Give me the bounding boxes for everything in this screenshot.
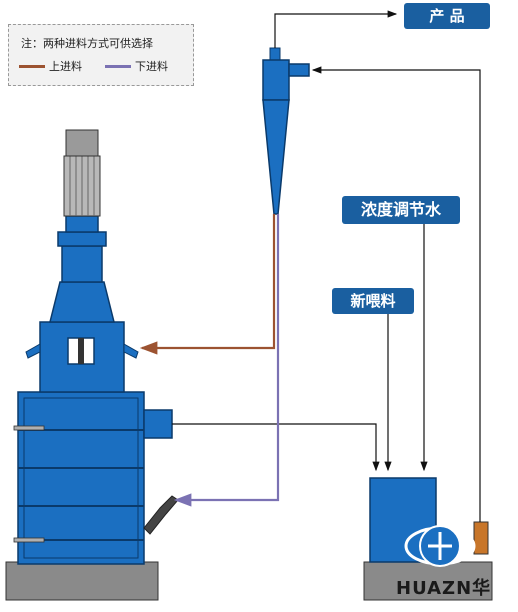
mill-machine: [5, 129, 179, 601]
pump-box: [473, 521, 489, 555]
mill-taper: [49, 281, 115, 323]
mill-reducer: [61, 245, 103, 283]
flow-return-to-cyclone: [311, 66, 481, 522]
cyclone-top: [262, 59, 290, 101]
company-logo-emblem: [404, 525, 476, 567]
mill-base: [5, 561, 159, 601]
cyclone-cone: [262, 99, 290, 215]
new-feed-label: 新喂料: [332, 288, 414, 314]
legend-note-title: 注：两种进料方式可供选择: [21, 37, 153, 50]
mill-outlet-box: [143, 409, 173, 439]
legend-upper-feed-swatch: [19, 65, 45, 68]
flow-mill-to-tank: [172, 423, 380, 472]
mill-lower-body: [17, 391, 145, 565]
flow-upper-feed: [139, 214, 276, 355]
cyclone-separator: [262, 47, 310, 215]
legend-lower-feed-label: 下进料: [135, 60, 168, 73]
product-label: 产 品: [404, 3, 490, 29]
cyclone-inlet: [288, 63, 310, 77]
water-label: 浓度调节水: [342, 196, 460, 224]
legend-lower-feed-swatch: [105, 65, 131, 68]
flow-to-product: [274, 10, 398, 48]
lower-feed-inlet: [143, 495, 179, 535]
tank-base: [363, 561, 493, 601]
legend-upper-feed-label: 上进料: [49, 60, 82, 73]
flow-lower-feed: [173, 214, 280, 507]
legend-note: 注：两种进料方式可供选择 上进料 下进料: [8, 24, 194, 86]
company-logo-text: HUAZN华: [396, 578, 492, 599]
